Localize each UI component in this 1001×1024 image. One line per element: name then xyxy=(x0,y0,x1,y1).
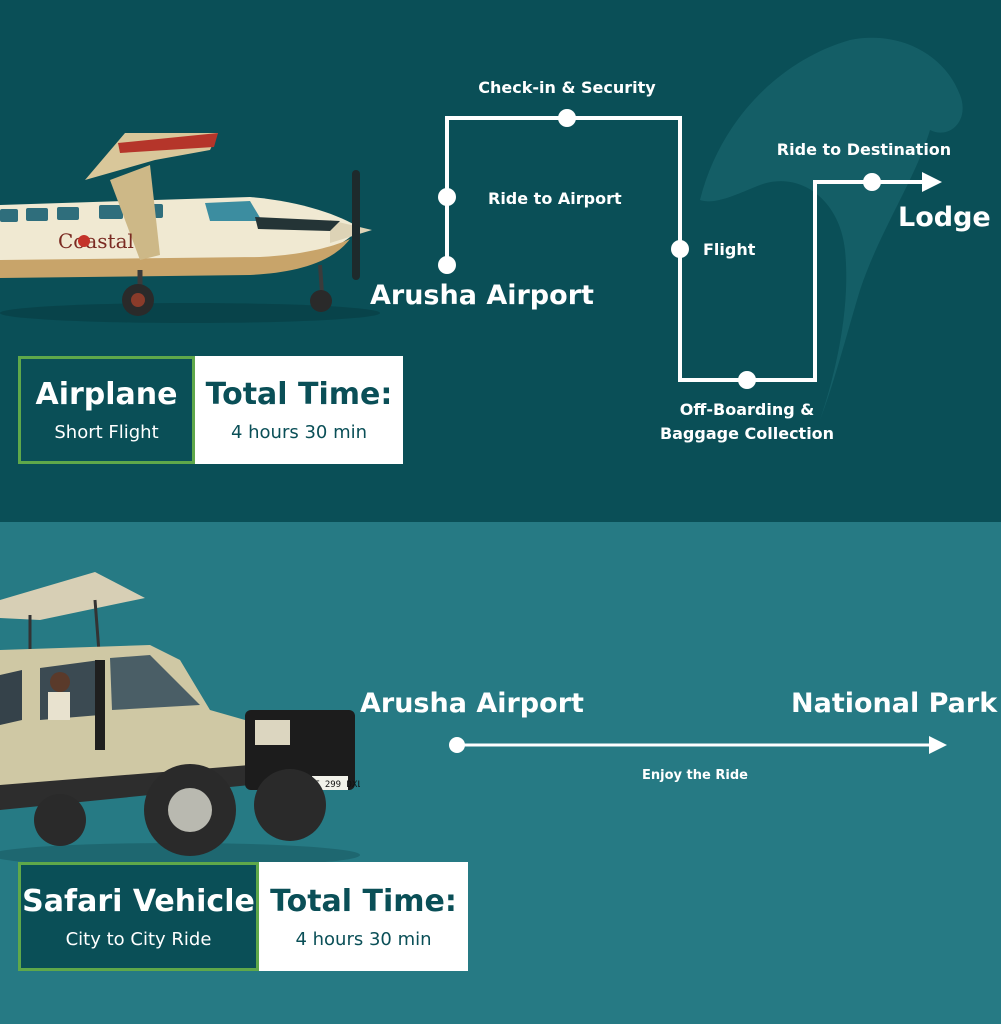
mode-subtitle: City to City Ride xyxy=(65,928,212,950)
route-node-off-boarding xyxy=(738,371,756,389)
plane-logo: Coastal xyxy=(58,229,134,253)
drive-route-arrowhead xyxy=(929,736,947,754)
flight-route-diagram xyxy=(438,109,942,389)
step-flight: Flight xyxy=(703,240,756,259)
drive-route-node-start xyxy=(449,737,465,753)
vehicle-summary-card: Safari Vehicle City to City Ride Total T… xyxy=(18,862,468,971)
step-off-boarding: Off-Boarding & Baggage Collection xyxy=(659,400,835,443)
drive-end-label: National Park xyxy=(791,688,998,719)
plate-text: T 299 DXL xyxy=(314,780,360,790)
route-node-flight xyxy=(671,240,689,258)
airplane-panel: Check-in & Security Ride to Airport Flig… xyxy=(0,0,1001,522)
route-node-start xyxy=(438,256,456,274)
safari-vehicle-image: T 299 DXL xyxy=(0,572,360,867)
mode-subtitle: Short Flight xyxy=(54,422,159,443)
route-node-ride-to-airport xyxy=(438,188,456,206)
time-box: Total Time: 4 hours 30 min xyxy=(259,862,468,971)
step-check-in: Check-in & Security xyxy=(478,78,656,97)
route-start-label: Arusha Airport xyxy=(370,280,594,311)
route-arrowhead xyxy=(922,172,942,192)
step-ride-to-airport: Ride to Airport xyxy=(488,189,622,208)
time-box: Total Time: 4 hours 30 min xyxy=(195,356,403,464)
route-end-label: Lodge xyxy=(898,202,991,233)
total-time-label: Total Time: xyxy=(205,377,393,412)
cheetah-watermark-icon xyxy=(700,37,963,420)
route-node-ride-to-destination xyxy=(863,173,881,191)
route-line xyxy=(445,116,925,382)
drive-start-label: Arusha Airport xyxy=(360,688,584,719)
step-ride-to-destination: Ride to Destination xyxy=(776,140,952,159)
route-node-check-in xyxy=(558,109,576,127)
mode-title: Airplane xyxy=(35,377,178,412)
mode-box: Safari Vehicle City to City Ride xyxy=(18,862,259,971)
mode-title: Safari Vehicle xyxy=(22,883,255,919)
drive-route-diagram xyxy=(449,736,947,754)
total-time-label: Total Time: xyxy=(270,883,457,919)
total-time-value: 4 hours 30 min xyxy=(230,422,368,443)
vehicle-panel: Arusha Airport National Park Enjoy the R… xyxy=(0,522,1001,1024)
drive-route-label: Enjoy the Ride xyxy=(642,768,748,783)
airplane-summary-card: Airplane Short Flight Total Time: 4 hour… xyxy=(18,356,403,464)
total-time-value: 4 hours 30 min xyxy=(295,928,432,950)
mode-box: Airplane Short Flight xyxy=(18,356,195,464)
airplane-image: Coastal xyxy=(0,133,380,323)
